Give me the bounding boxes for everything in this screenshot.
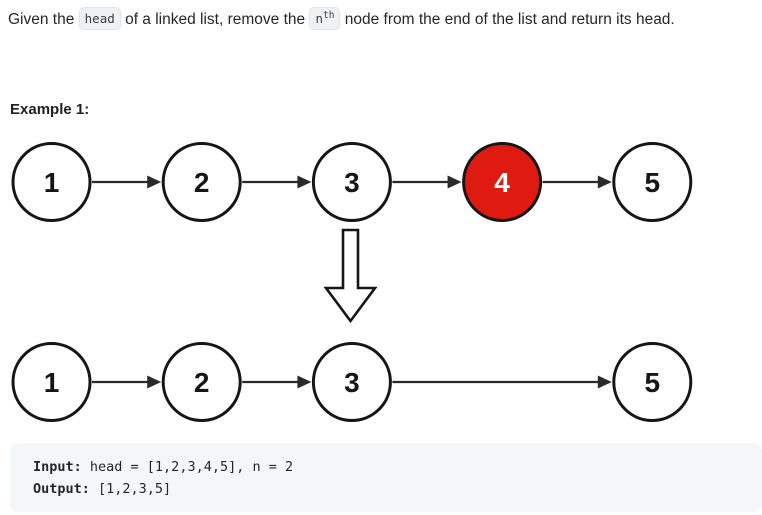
- list-node-value: 2: [194, 367, 210, 398]
- inline-code-n-base: n: [315, 11, 323, 26]
- list-node: [11, 342, 92, 422]
- list-node-value: 4: [494, 167, 510, 198]
- list-node: [311, 342, 392, 422]
- statement-text-1: Given the: [8, 11, 79, 28]
- list-node-value: 3: [344, 167, 360, 198]
- list-node: [612, 142, 693, 222]
- down-arrow-icon: [323, 228, 378, 324]
- input-value: head = [1,2,3,4,5], n = 2: [81, 459, 294, 475]
- inline-code-n-sup: th: [322, 9, 335, 21]
- list-node-highlighted: [462, 142, 543, 222]
- list-node: [311, 142, 392, 222]
- statement-text-2: of a linked list, remove the: [120, 11, 310, 28]
- list-node: [161, 142, 242, 222]
- statement-text-3: node from the end of the list and return…: [340, 11, 675, 28]
- list-node-value: 5: [645, 167, 661, 198]
- output-value: [1,2,3,5]: [89, 481, 172, 497]
- list-node: [11, 142, 92, 222]
- problem-statement: Given the head of a linked list, remove …: [8, 7, 762, 32]
- example-heading: Example 1:: [10, 101, 90, 118]
- linked-list-after-removal: 1 2 3 5: [11, 342, 693, 422]
- output-label: Output:: [33, 481, 90, 497]
- arrowhead-icon: [597, 175, 612, 189]
- list-node-value: 5: [645, 367, 661, 398]
- arrowhead-icon: [447, 175, 462, 189]
- example-output-line: Output: [1,2,3,5]: [33, 478, 746, 500]
- arrowhead-icon: [297, 375, 312, 389]
- list-node-value: 3: [344, 367, 360, 398]
- list-node: [161, 342, 242, 422]
- list-node-value: 1: [44, 367, 60, 398]
- inline-code-nth: nth: [309, 7, 341, 30]
- linked-list-before-removal: 1 2 3 4 5: [11, 142, 693, 222]
- example-io-block: Input: head = [1,2,3,4,5], n = 2 Output:…: [10, 443, 762, 512]
- list-node-value: 1: [44, 167, 60, 198]
- inline-code-head: head: [78, 7, 121, 30]
- list-node-value: 2: [194, 167, 210, 198]
- input-label: Input:: [33, 459, 82, 475]
- arrowhead-icon: [147, 175, 162, 189]
- example-input-line: Input: head = [1,2,3,4,5], n = 2: [33, 456, 746, 478]
- arrowhead-icon: [297, 175, 312, 189]
- list-node: [612, 342, 693, 422]
- arrowhead-icon: [597, 375, 612, 389]
- arrowhead-icon: [147, 375, 162, 389]
